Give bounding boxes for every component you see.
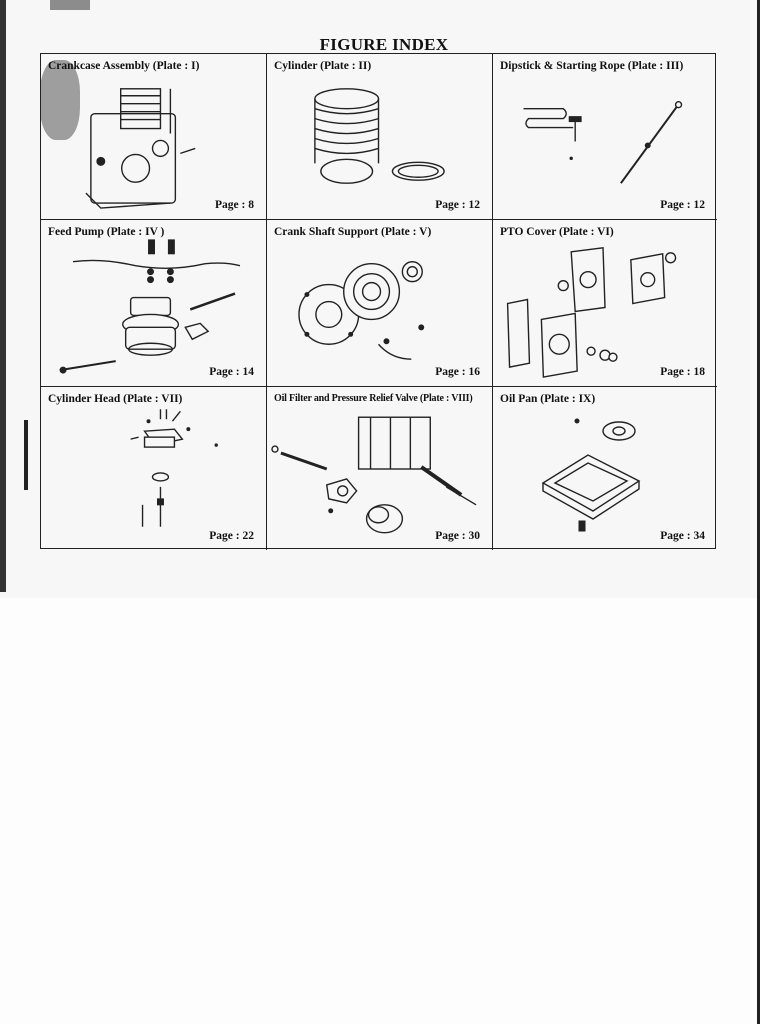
plate-caption: Dipstick & Starting Rope (Plate : III) — [500, 60, 684, 72]
oil-pan-drawing — [541, 418, 641, 532]
blank-lower-area — [0, 598, 760, 1024]
scan-smudge — [24, 420, 28, 490]
page-title: FIGURE INDEX — [319, 35, 449, 54]
crank-shaft-support-drawing — [298, 261, 425, 360]
plate-caption: Cylinder Head (Plate : VII) — [48, 393, 183, 405]
plate-page: Page : 14 — [209, 366, 254, 378]
plate-cell-8[interactable]: Oil Filter and Pressure Relief Valve (Pl… — [267, 387, 493, 550]
plate-cell-1[interactable]: Crankcase Assembly (Plate : I) Page : 8 — [41, 54, 267, 220]
plate-page: Page : 8 — [215, 199, 254, 211]
scan-smudge — [0, 0, 6, 592]
plate-page: Page : 12 — [435, 199, 480, 211]
cylinder-drawing — [314, 88, 445, 184]
cylinder-head-drawing — [130, 409, 218, 527]
plate-cell-9[interactable]: Oil Pan (Plate : IX) Page : 34 — [493, 387, 717, 550]
plate-caption: Crank Shaft Support (Plate : V) — [274, 226, 432, 238]
page-edge-shadow — [757, 0, 760, 1024]
plate-page: Page : 34 — [660, 530, 705, 542]
plate-caption: PTO Cover (Plate : VI) — [500, 226, 614, 238]
plate-cell-3[interactable]: Dipstick & Starting Rope (Plate : III) P… — [493, 54, 717, 220]
plate-cell-6[interactable]: PTO Cover (Plate : VI) Page : 18 — [493, 220, 717, 387]
plate-page: Page : 30 — [435, 530, 480, 542]
plate-caption: Crankcase Assembly (Plate : I) — [48, 60, 200, 72]
plate-cell-7[interactable]: Cylinder Head (Plate : VII) Page : 22 — [41, 387, 267, 550]
plate-page: Page : 18 — [660, 366, 705, 378]
scan-smudge — [40, 60, 80, 140]
plate-caption: Oil Pan (Plate : IX) — [500, 393, 596, 405]
plate-caption: Cylinder (Plate : II) — [274, 60, 372, 72]
plate-cell-4[interactable]: Feed Pump (Plate : IV ) Page : 14 — [41, 220, 267, 387]
dipstick-rope-drawing — [523, 101, 683, 184]
plate-page: Page : 22 — [209, 530, 254, 542]
pto-cover-drawing — [506, 247, 677, 378]
plate-page: Page : 12 — [660, 199, 705, 211]
plate-page: Page : 16 — [435, 366, 480, 378]
scan-smudge — [50, 0, 90, 10]
plate-cell-2[interactable]: Cylinder (Plate : II) Page : 12 — [267, 54, 493, 220]
feed-pump-drawing — [59, 239, 241, 374]
oil-filter-drawing — [271, 416, 477, 534]
plate-caption: Feed Pump (Plate : IV ) — [48, 226, 165, 238]
plate-cell-5[interactable]: Crank Shaft Support (Plate : V) Page : 1… — [267, 220, 493, 387]
crankcase-assembly-drawing — [85, 88, 196, 209]
figure-index-grid: Crankcase Assembly (Plate : I) Page : 8 … — [40, 53, 717, 550]
plate-caption: Oil Filter and Pressure Relief Valve (Pl… — [274, 393, 473, 404]
